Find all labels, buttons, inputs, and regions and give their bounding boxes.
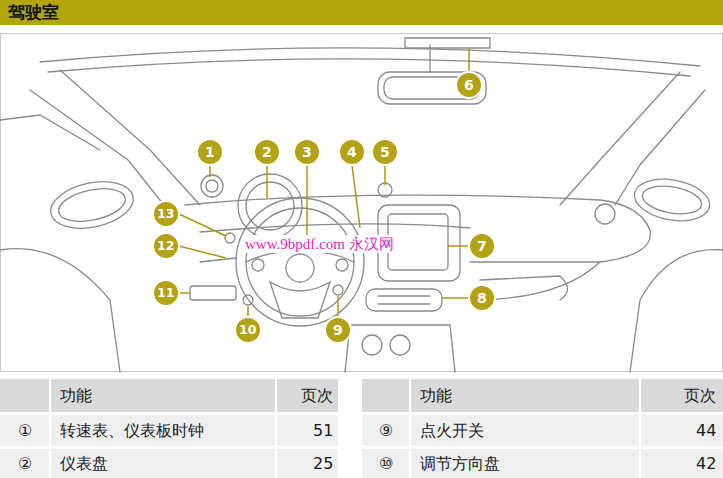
table-grounds: [0, 379, 723, 478]
callout-number: 5: [380, 144, 390, 161]
callout-number: 6: [464, 77, 474, 94]
callout-circles: [153, 72, 495, 343]
table-header: 功能: [60, 386, 92, 405]
table-cell: ⑨: [379, 421, 393, 440]
header-band: [0, 0, 723, 25]
table-cell: 44: [696, 421, 716, 440]
watermark: www.9bpdf.com 永汉网: [243, 235, 396, 253]
leader-lines: [179, 48, 469, 317]
table-cell: 调节方向盘: [420, 454, 500, 473]
callout-number: 11: [157, 285, 175, 300]
callout-number: 10: [239, 322, 257, 337]
table-header: 页次: [301, 386, 333, 405]
table-cell: 25: [313, 454, 333, 473]
callout-number: 7: [477, 238, 487, 255]
table-cell: 42: [696, 454, 716, 473]
table-header: 功能: [420, 386, 452, 405]
callout-number: 12: [157, 238, 175, 253]
callout-number: 13: [157, 206, 175, 221]
callout-number: 2: [262, 144, 272, 161]
table-cell: 51: [313, 421, 333, 440]
table-header: 页次: [684, 386, 716, 405]
callout-number: 8: [477, 290, 487, 307]
illustration-frame: [1, 34, 723, 372]
table-cell: 仪表盘: [60, 454, 108, 473]
callout-number: 4: [347, 144, 357, 161]
line-art: [0, 38, 723, 372]
callout-number: 3: [302, 144, 312, 161]
table-cell: ①: [18, 421, 32, 440]
table-cell: ②: [18, 454, 32, 473]
page-title: 驾驶室: [8, 2, 59, 22]
callout-number: 9: [333, 322, 343, 339]
table-cell: ⑩: [379, 454, 393, 473]
table-cell: 转速表、仪表板时钟: [60, 421, 204, 440]
table-cell: 点火开关: [420, 421, 484, 440]
callout-number: 1: [205, 144, 215, 161]
